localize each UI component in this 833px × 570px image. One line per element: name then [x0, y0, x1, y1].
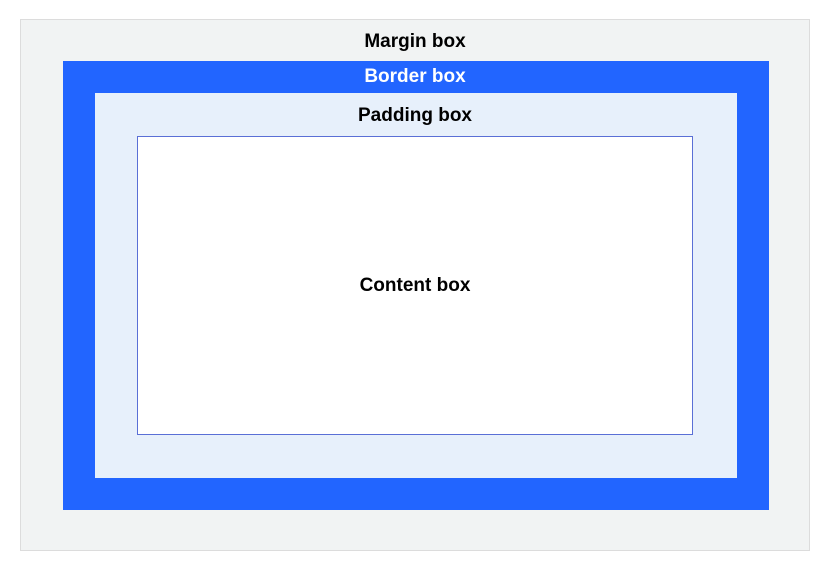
content-box-label: Content box — [359, 275, 471, 296]
margin-box-label: Margin box — [364, 31, 466, 52]
content-box-area — [137, 136, 693, 435]
padding-box-label: Padding box — [358, 105, 472, 126]
border-box-label: Border box — [364, 66, 466, 87]
